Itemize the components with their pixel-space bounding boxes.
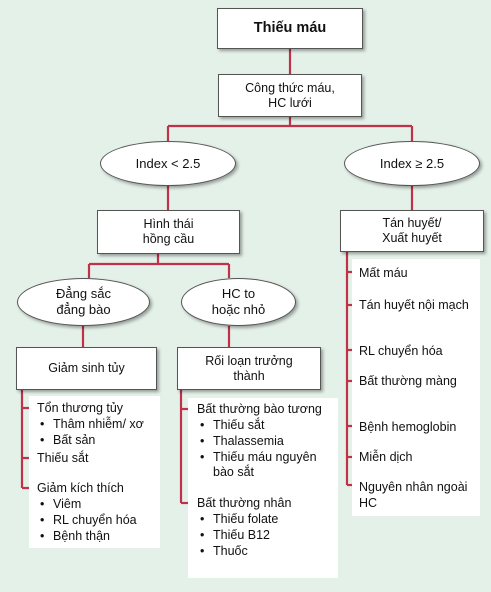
- maturation-causes-panel: Bất thường bào tương Thiếu sắt Thalassem…: [188, 398, 338, 578]
- index-high-oval: Index ≥ 2.5: [344, 141, 480, 186]
- nuclear-item: Thiếu B12: [200, 528, 270, 543]
- hemolysis-cause: RL chuyển hóa: [359, 344, 443, 358]
- index-low-oval: Index < 2.5: [100, 141, 236, 186]
- morphology-box: Hình thái hồng cầu: [97, 210, 240, 254]
- normochromic-label-1: Đẳng sắc: [56, 286, 111, 301]
- cytoplasm-heading: Bất thường bào tương: [197, 402, 322, 416]
- morphology-label-2: hồng cầu: [142, 232, 195, 246]
- maturation-label-1: Rối loạn trưởng: [205, 353, 293, 368]
- hemolysis-cause: Tán huyết nội mạch: [359, 298, 469, 312]
- macro-micro-oval: HC to hoặc nhỏ: [181, 278, 296, 326]
- marrow-damage-item: Thâm nhiễm/ xơ: [40, 417, 144, 432]
- cytoplasm-item-cont: bào sắt: [213, 465, 255, 479]
- marrow-damage-item: Bất sản: [40, 433, 96, 448]
- hemolysis-cause: Bất thường màng: [359, 374, 457, 388]
- marrow-stim-heading: Giảm kích thích: [37, 481, 124, 495]
- normochromic-label-2: đẳng bào: [56, 302, 111, 317]
- maturation-disorder-box: Rối loạn trưởng thành: [177, 347, 321, 390]
- marrow-damage-heading: Tổn thương tủy: [37, 401, 124, 415]
- nuclear-heading: Bất thường nhân: [197, 496, 292, 510]
- marrow-iron-heading: Thiếu sắt: [37, 451, 89, 465]
- nuclear-item: Thiếu folate: [200, 512, 278, 527]
- cytoplasm-item: Thiếu máu nguyên: [200, 450, 316, 465]
- nuclear-item: Thuốc: [200, 544, 248, 559]
- anemia-root-box: Thiếu máu: [217, 8, 363, 49]
- root-label: Thiếu máu: [253, 20, 327, 36]
- maturation-label-2: thành: [233, 368, 265, 383]
- index-low-label: Index < 2.5: [135, 155, 201, 171]
- morphology-label-1: Hình thái: [143, 217, 194, 231]
- cytoplasm-item: Thiếu sắt: [200, 418, 265, 433]
- cbc-box: Công thức máu, HC lưới: [218, 74, 362, 117]
- marrow-causes-panel: Tổn thương tủy Thâm nhiễm/ xơ Bất sản Th…: [29, 396, 160, 548]
- macro-micro-label-1: HC to: [221, 286, 256, 301]
- macro-micro-label-2: hoặc nhỏ: [211, 302, 266, 317]
- cbc-label-1: Công thức máu,: [245, 80, 335, 95]
- hemolysis-cause: Nguyên nhân ngoài: [359, 480, 468, 494]
- marrow-hypoplasia-box: Giảm sinh tủy: [16, 347, 157, 390]
- hemolysis-cause: Miễn dịch: [359, 450, 413, 464]
- normochromic-oval: Đẳng sắc đẳng bào: [17, 278, 150, 326]
- marrow-stim-item: Viêm: [40, 497, 81, 512]
- marrow-hypoplasia-label: Giảm sinh tủy: [48, 361, 125, 375]
- hemolysis-cause: Mất máu: [359, 266, 408, 280]
- cbc-label-2: HC lưới: [268, 95, 312, 110]
- index-high-label: Index ≥ 2.5: [379, 155, 445, 171]
- hemolysis-causes-panel: Mất máu Tán huyết nội mạch RL chuyển hóa…: [352, 259, 480, 516]
- marrow-stim-item: Bệnh thận: [40, 529, 110, 544]
- hemolysis-cause-cont: HC: [359, 496, 378, 510]
- hemolysis-label-1: Tán huyết/: [382, 216, 442, 230]
- hemolysis-box: Tán huyết/ Xuất huyết: [340, 210, 484, 252]
- hemolysis-cause: Bệnh hemoglobin: [359, 420, 457, 434]
- cytoplasm-item: Thalassemia: [200, 434, 284, 449]
- hemolysis-label-2: Xuất huyết: [382, 231, 442, 245]
- marrow-stim-item: RL chuyển hóa: [40, 513, 137, 528]
